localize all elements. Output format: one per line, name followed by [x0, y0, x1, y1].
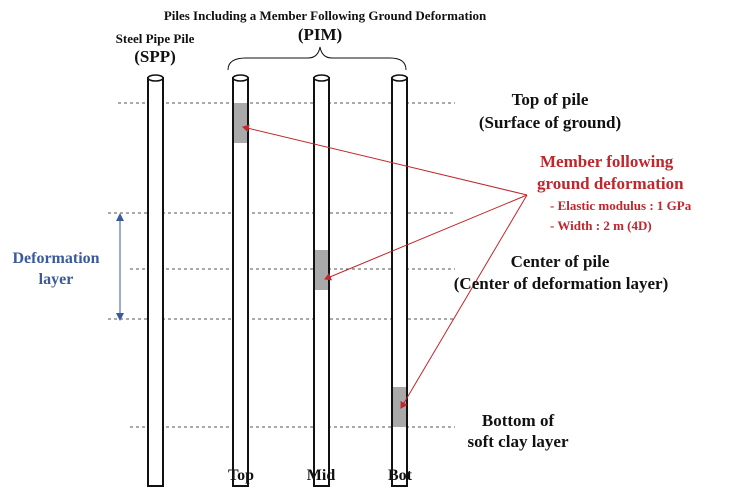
pile-bot: [391, 74, 408, 487]
spp-abbr: (SPP): [134, 47, 176, 66]
member-title-line1: Member following: [540, 152, 674, 171]
pile-top: [232, 74, 249, 487]
pile-top-label: Top: [227, 467, 255, 484]
member-width: - Width : 2 m (4D): [550, 218, 652, 233]
center-of-pile-label: Center of pile: [510, 252, 610, 271]
deformation-layer-label-line2: layer: [38, 271, 74, 288]
deformation-layer-arrow: [116, 213, 124, 321]
center-of-deformation-layer-label: (Center of deformation layer): [453, 274, 669, 293]
pointer-to-top: [242, 124, 528, 196]
member-pointer-arrows: [242, 124, 528, 409]
pointer-to-mid: [324, 194, 528, 281]
member-title-line2: ground deformation: [537, 174, 684, 193]
member-segment-mid: [315, 250, 328, 290]
surface-of-ground-label: (Surface of ground): [478, 113, 622, 132]
pim-full-name: Piles Including a Member Following Groun…: [163, 8, 487, 23]
pim-brace: [227, 46, 407, 71]
pile-spp: [147, 74, 164, 487]
pile-mid-label: Mid: [306, 467, 336, 484]
deformation-layer-label-line1: Deformation: [12, 250, 100, 267]
member-segment-bot: [393, 387, 406, 427]
bottom-of-label: Bottom of: [481, 411, 555, 430]
member-elastic-modulus: - Elastic modulus : 1 GPa: [550, 198, 692, 213]
spp-full-name: Steel Pipe Pile: [115, 31, 195, 46]
soft-clay-layer-label: soft clay layer: [467, 432, 569, 451]
pile-bot-label: Bot: [388, 467, 412, 484]
top-of-pile-label: Top of pile: [511, 90, 589, 109]
pim-abbr: (PIM): [297, 25, 343, 44]
member-segment-top: [234, 103, 247, 143]
pointer-to-bot: [400, 194, 528, 409]
pile-mid: [313, 74, 330, 487]
